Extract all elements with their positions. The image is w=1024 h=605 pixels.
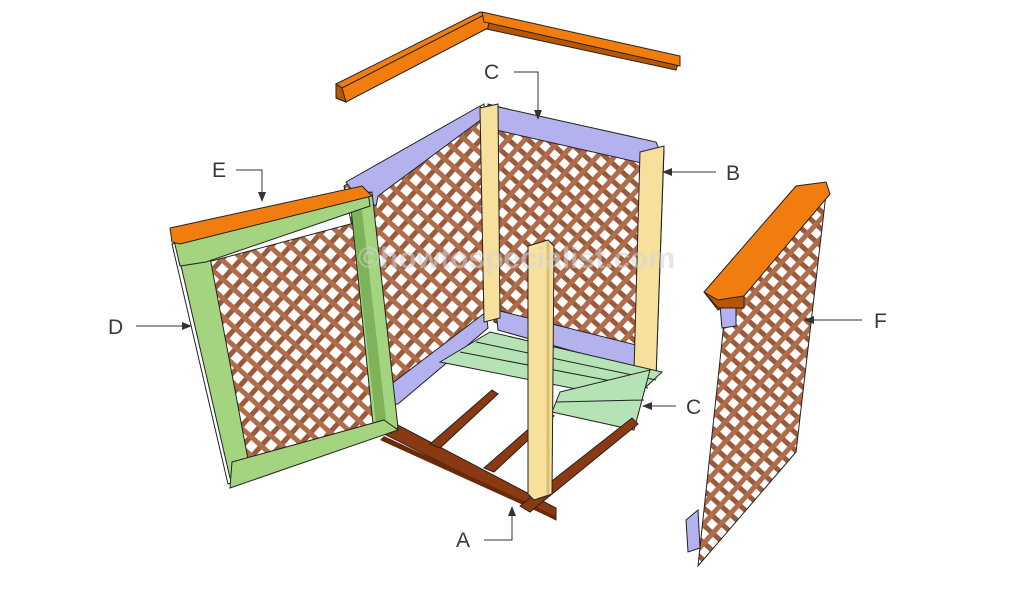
- watermark: ©howtospecialist.com: [358, 242, 675, 275]
- callout-b: B: [662, 162, 740, 185]
- front-post: [527, 239, 555, 501]
- door-panel: [169, 185, 400, 489]
- corner-post-center: [479, 103, 501, 323]
- label-c-top: C: [484, 61, 499, 84]
- callout-a: A: [456, 506, 516, 552]
- callout-d: D: [108, 316, 192, 339]
- label-f: F: [874, 310, 887, 333]
- callout-c-top: C: [484, 61, 542, 120]
- label-d: D: [108, 316, 123, 339]
- label-b: B: [726, 162, 740, 185]
- label-e: E: [212, 159, 226, 182]
- callout-c-right: C: [642, 396, 701, 419]
- top-frame: [335, 11, 681, 103]
- callout-f: F: [804, 310, 887, 333]
- side-panel: [685, 181, 831, 568]
- label-c-right: C: [686, 396, 701, 419]
- callout-e: E: [212, 159, 266, 202]
- label-a: A: [456, 529, 470, 552]
